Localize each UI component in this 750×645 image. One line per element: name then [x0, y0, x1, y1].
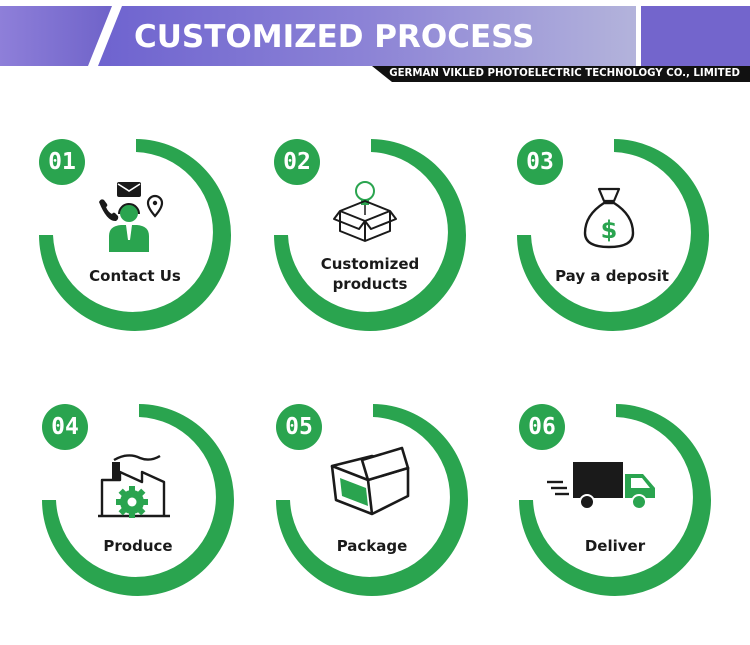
customer-service-icon	[99, 182, 164, 252]
step-label: Produce	[103, 537, 173, 555]
process-step-package: 05 Package	[272, 400, 472, 600]
banner-background	[0, 6, 750, 82]
process-step-deposit: 03 $ Pay a deposit	[513, 135, 713, 335]
step-label: Pay a deposit	[555, 267, 669, 285]
step-ring	[519, 404, 711, 596]
process-step-produce: 04 Produce	[38, 400, 238, 600]
page-title: CUSTOMIZED PROCESS	[134, 19, 535, 55]
step-label: Deliver	[584, 537, 646, 555]
header-banner: CUSTOMIZED PROCESS GERMAN VIKLED PHOTOEL…	[0, 0, 750, 85]
svg-text:$: $	[601, 216, 618, 244]
box-lightbulb-icon	[333, 181, 397, 242]
factory-gear-icon	[98, 454, 170, 518]
step-number: 03	[526, 149, 554, 175]
step-number: 04	[51, 414, 79, 440]
step-label: Package	[336, 537, 408, 555]
step-label: Contact Us	[89, 267, 181, 285]
step-number: 02	[283, 149, 311, 175]
step-ring	[517, 139, 709, 331]
process-step-deliver: 06 Deliver	[515, 400, 715, 600]
delivery-truck-icon	[547, 462, 655, 510]
step-label: Customized products	[320, 255, 420, 293]
process-step-contact: 01 Contact Us	[35, 135, 235, 335]
process-step-customize: 02 Customized products	[270, 135, 470, 335]
step-number: 05	[285, 414, 313, 440]
step-number: 01	[48, 149, 76, 175]
step-number: 06	[528, 414, 556, 440]
package-box-icon	[330, 446, 410, 516]
money-bag-icon: $	[583, 187, 635, 249]
company-name: GERMAN VIKLED PHOTOELECTRIC TECHNOLOGY C…	[389, 68, 740, 79]
